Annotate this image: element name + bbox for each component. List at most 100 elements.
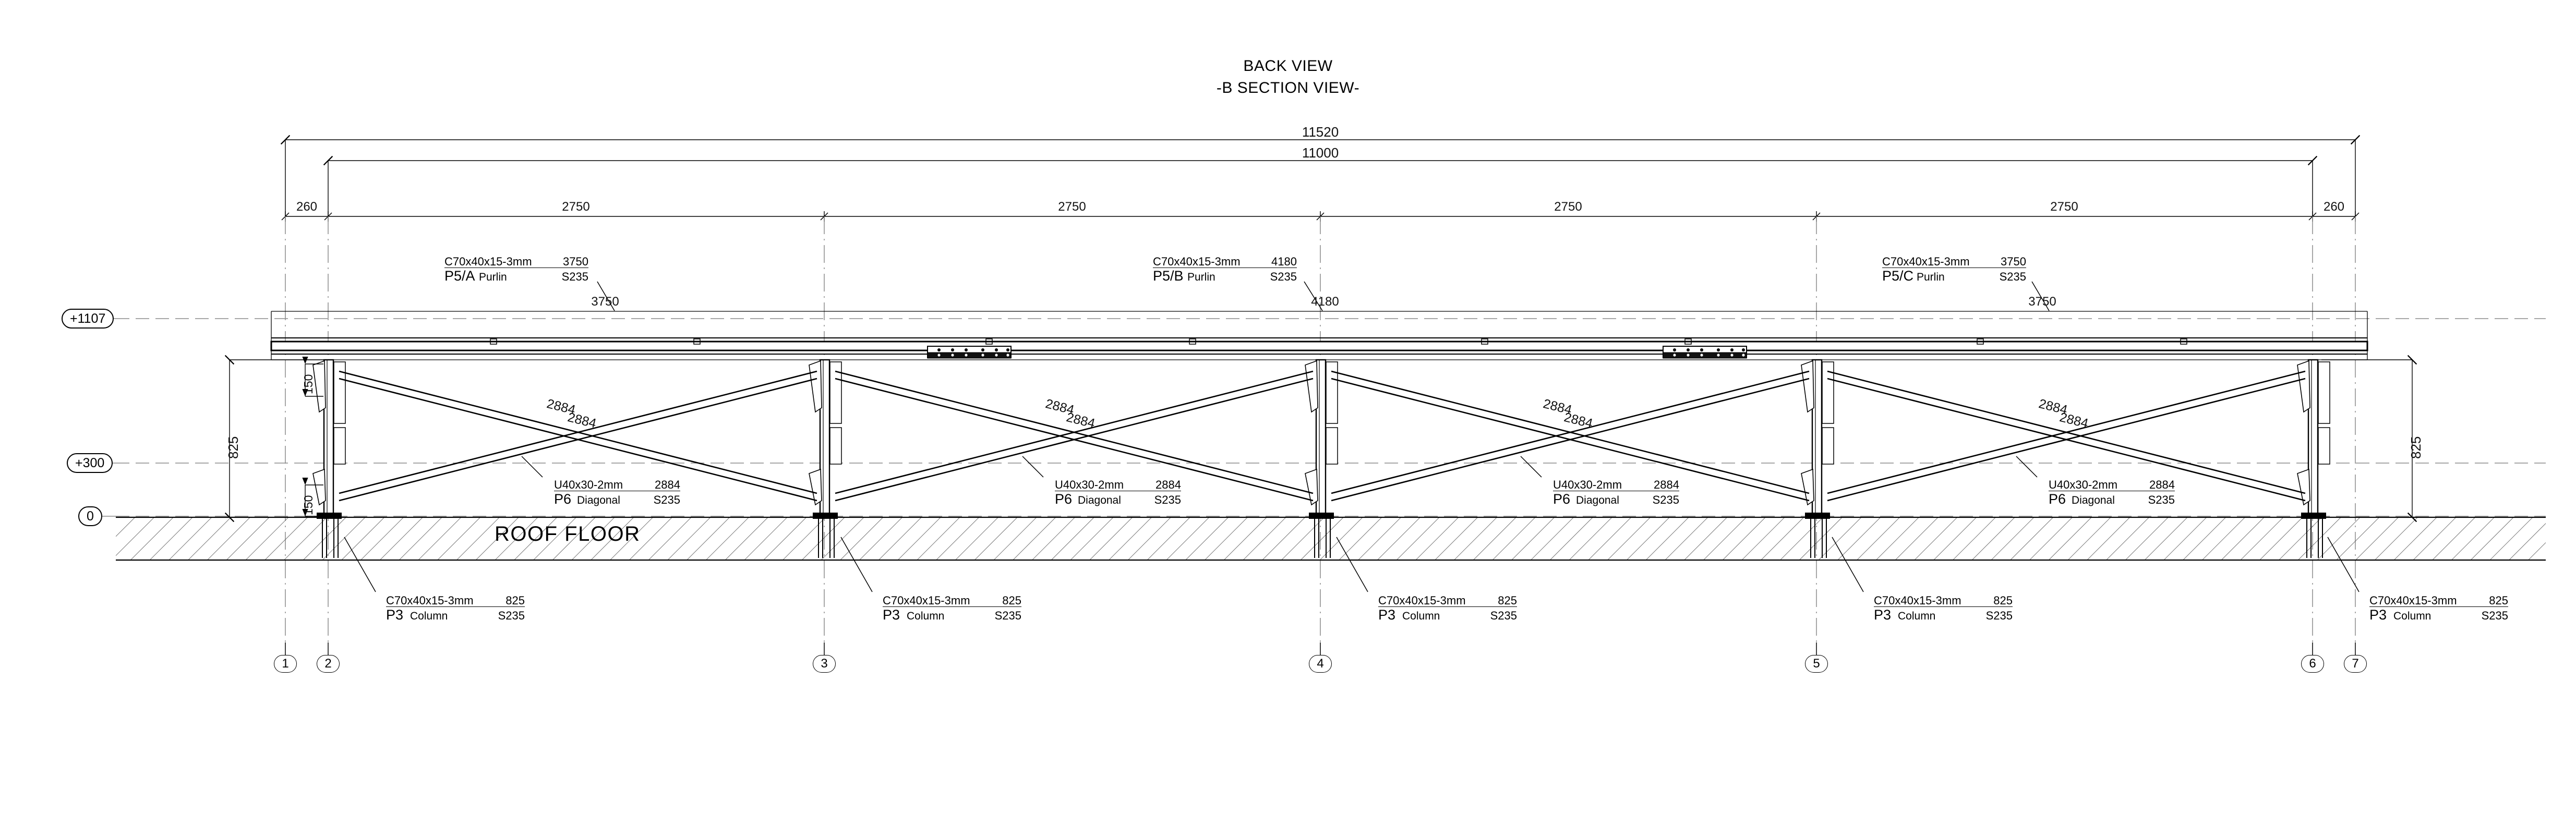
diagonal-2-code: P6 [1553, 491, 1571, 507]
level-marker-stems [78, 318, 116, 517]
purlin-2-code: P5/C [1882, 268, 1914, 284]
member-tag-diagonal-2: U40x30-2mm 2884 P6 Diagonal S235 [1553, 479, 1679, 507]
drawing-title-primary: BACK VIEW [1243, 57, 1333, 75]
column-3 [809, 359, 842, 558]
purlin-1-code: P5/B [1153, 268, 1184, 284]
dimension-total-inner: 11000 [1302, 145, 1339, 161]
member-tag-diagonal-1: U40x30-2mm 2884 P6 Diagonal S235 [1055, 479, 1181, 507]
level-marker-1107[interactable]: +1107 [62, 309, 114, 329]
vertical-dimension-bottom-150: 150 [302, 495, 315, 515]
dimension-bay-5: 260 [2323, 200, 2345, 214]
member-tag-column-2: C70x40x15-3mm 825 P3 Column S235 [1378, 594, 1517, 623]
diagonal-0-code: P6 [554, 491, 572, 507]
column-4-section: C70x40x15-3mm [2369, 594, 2457, 607]
diagonal-0-material: S235 [653, 493, 680, 507]
member-tag-column-4: C70x40x15-3mm 825 P3 Column S235 [2369, 594, 2508, 623]
member-tag-purlin-1: C70x40x15-3mm 4180 P5/B Purlin S235 [1153, 256, 1297, 284]
purlin-1-section: C70x40x15-3mm [1153, 255, 1241, 268]
diagonal-2-length: 2884 [1654, 478, 1679, 491]
purlin-span-label-1: 4180 [1311, 295, 1339, 309]
diagonal-3-kind: Diagonal [2072, 494, 2115, 507]
column-2-section: C70x40x15-3mm [1378, 594, 1466, 607]
purlin-span-label-2: 3750 [2028, 295, 2056, 309]
purlin-0-length: 3750 [563, 255, 588, 268]
member-tag-column-3: C70x40x15-3mm 825 P3 Column S235 [1874, 594, 2013, 623]
grid-bubble-6[interactable]: 6 [2301, 655, 2324, 673]
grid-bubble-5[interactable]: 5 [1805, 655, 1828, 673]
diagonal-1-kind: Diagonal [1078, 494, 1121, 507]
vertical-dimension-left-825: 825 [225, 436, 241, 459]
column-1-length: 825 [1002, 594, 1021, 607]
purlin-0-material: S235 [561, 270, 588, 284]
grid-bubble-1[interactable]: 1 [274, 655, 297, 673]
column-4-kind: Column [2393, 610, 2431, 623]
diagonal-2-kind: Diagonal [1576, 494, 1619, 507]
purlin-0-section: C70x40x15-3mm [444, 255, 532, 268]
column-4-material: S235 [2481, 609, 2508, 623]
column-2-material: S235 [1490, 609, 1517, 623]
column-3-section: C70x40x15-3mm [1874, 594, 1961, 607]
brace-bay-3 [1331, 370, 1810, 502]
dimension-bay-4: 2750 [2050, 200, 2078, 214]
grid-bubble-4[interactable]: 4 [1309, 655, 1332, 673]
dimension-bay-0: 260 [296, 200, 318, 214]
member-tag-diagonal-3: U40x30-2mm 2884 P6 Diagonal S235 [2049, 479, 2175, 507]
member-tag-column-0: C70x40x15-3mm 825 P3 Column S235 [386, 594, 525, 623]
diagonal-0-length: 2884 [655, 478, 680, 491]
diagonal-3-length: 2884 [2149, 478, 2175, 491]
diagonal-2-section: U40x30-2mm [1553, 478, 1622, 491]
column-1-kind: Column [907, 610, 945, 623]
diagonal-1-material: S235 [1154, 493, 1181, 507]
diagonal-3-section: U40x30-2mm [2049, 478, 2118, 491]
purlin-1-material: S235 [1270, 270, 1297, 284]
vertical-dimensions [224, 355, 2417, 523]
diagonal-1-code: P6 [1055, 491, 1073, 507]
purlin-2-length: 3750 [2001, 255, 2026, 268]
grid-bubble-stems [285, 642, 2356, 655]
column-0-section: C70x40x15-3mm [386, 594, 474, 607]
splice-plate-left [927, 346, 1012, 359]
column-6 [2297, 359, 2330, 558]
dimension-bay-1: 2750 [562, 200, 590, 214]
column-1-material: S235 [994, 609, 1021, 623]
roof-floor-label: ROOF FLOOR [495, 523, 641, 545]
column-0-kind: Column [410, 610, 448, 623]
purlin-0-code: P5/A [444, 268, 475, 284]
diagonal-1-length: 2884 [1155, 478, 1181, 491]
column-0-length: 825 [505, 594, 525, 607]
level-marker-0[interactable]: 0 [78, 506, 102, 526]
dimension-total-outer: 11520 [1302, 124, 1339, 140]
level-marker-300[interactable]: +300 [67, 453, 113, 473]
column-2-code: P3 [1378, 607, 1396, 623]
splice-plate-right [1663, 346, 1747, 359]
diagonal-2-material: S235 [1652, 493, 1679, 507]
dimension-bay-2: 2750 [1058, 200, 1086, 214]
purlin-span-label-0: 3750 [591, 295, 619, 309]
column-2-length: 825 [1498, 594, 1517, 607]
purlin-2-section: C70x40x15-3mm [1882, 255, 1970, 268]
column-3-kind: Column [1898, 610, 1936, 623]
brace-bay-1 [339, 370, 817, 502]
diagonal-0-kind: Diagonal [577, 494, 620, 507]
purlin-node-connectors [490, 338, 2187, 345]
purlin-1-kind: Purlin [1187, 271, 1215, 284]
drawing-title-secondary: -B SECTION VIEW- [1216, 79, 1360, 96]
grid-bubble-7[interactable]: 7 [2344, 655, 2367, 673]
column-2 [312, 359, 346, 558]
vertical-dimension-right-825: 825 [2408, 436, 2424, 459]
dimension-bay-3: 2750 [1554, 200, 1582, 214]
column-3-code: P3 [1874, 607, 1892, 623]
member-tag-column-1: C70x40x15-3mm 825 P3 Column S235 [883, 594, 1021, 623]
column-3-length: 825 [1993, 594, 2013, 607]
grid-bubble-3[interactable]: 3 [813, 655, 836, 673]
diagonal-3-code: P6 [2049, 491, 2066, 507]
column-2-kind: Column [1402, 610, 1440, 623]
column-4-length: 825 [2489, 594, 2508, 607]
grid-bubble-2[interactable]: 2 [317, 655, 340, 673]
diagonal-3-material: S235 [2148, 493, 2175, 507]
member-tag-diagonal-0: U40x30-2mm 2884 P6 Diagonal S235 [554, 479, 680, 507]
purlin-2-material: S235 [1999, 270, 2026, 284]
purlin-1-length: 4180 [1271, 255, 1297, 268]
column-1-section: C70x40x15-3mm [883, 594, 970, 607]
